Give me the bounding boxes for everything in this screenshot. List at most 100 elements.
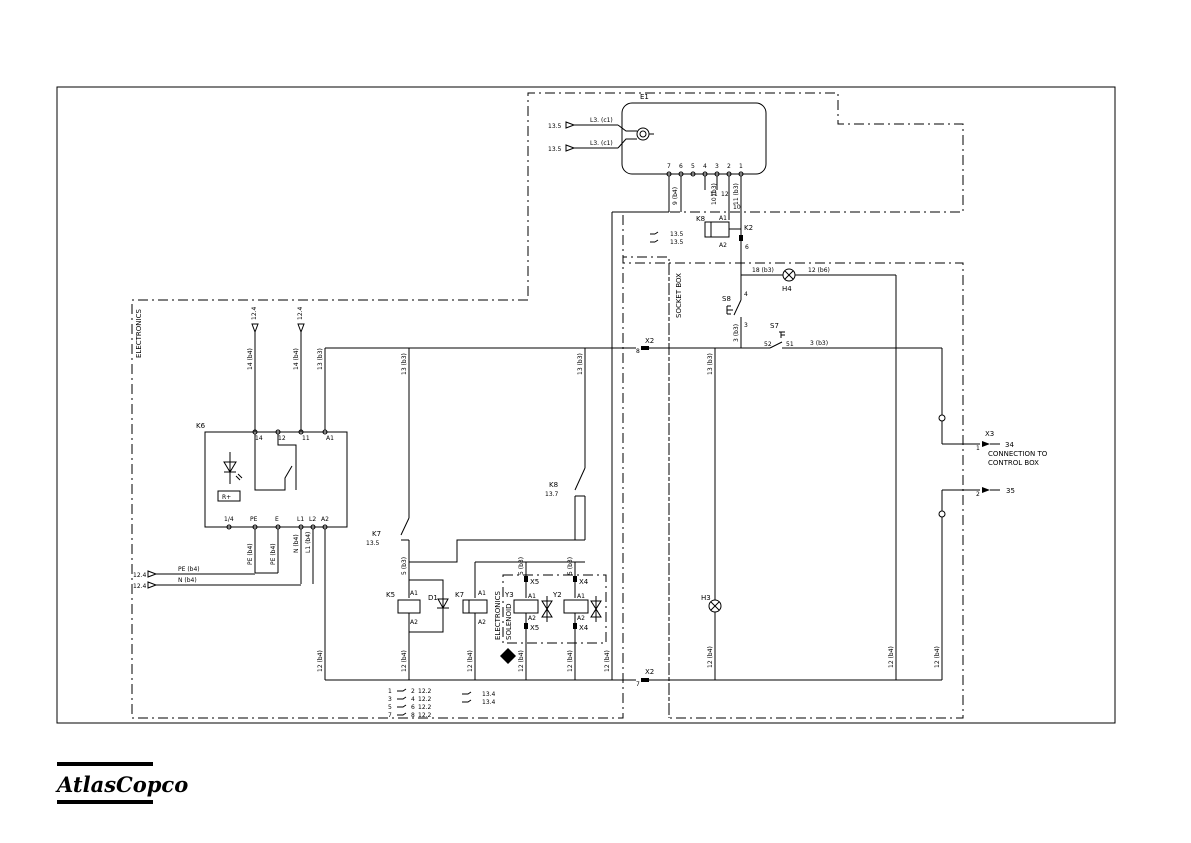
svg-text:N (b4): N (b4) <box>293 534 300 553</box>
svg-text:K2: K2 <box>744 224 753 232</box>
k8-relay: K8 A1 A2 13.5 13.5 <box>650 215 741 249</box>
svg-text:K6: K6 <box>196 422 206 430</box>
contact-legend: 1 3 5 7 2 4 6 8 12.2 12.2 12.2 12.2 13.4… <box>388 688 496 719</box>
svg-text:A1: A1 <box>478 590 486 597</box>
svg-text:X5: X5 <box>530 578 539 586</box>
solenoid-label: SOLENOID <box>505 604 513 640</box>
svg-text:CONTROL BOX: CONTROL BOX <box>988 459 1039 467</box>
k7-relay: K7 A1 A2 12 (b4) <box>455 561 585 680</box>
svg-text:X3: X3 <box>985 430 994 438</box>
svg-text:L2: L2 <box>309 516 316 523</box>
svg-text:Y3: Y3 <box>504 591 514 599</box>
svg-text:8: 8 <box>411 712 415 719</box>
svg-text:5: 5 <box>691 163 695 170</box>
svg-text:5 (b3): 5 (b3) <box>518 557 525 575</box>
solenoid-diamond <box>500 648 516 664</box>
svg-text:13 (b3): 13 (b3) <box>577 353 584 375</box>
svg-text:X2: X2 <box>645 668 654 676</box>
svg-text:10 (b3): 10 (b3) <box>711 183 718 205</box>
svg-text:4: 4 <box>411 696 415 703</box>
svg-text:L3. (c1): L3. (c1) <box>590 117 613 124</box>
svg-text:11 (b3): 11 (b3) <box>733 183 740 205</box>
svg-text:12 (b4): 12 (b4) <box>317 650 324 672</box>
svg-text:10: 10 <box>733 204 741 211</box>
svg-text:5: 5 <box>388 704 392 711</box>
svg-text:18 (b3): 18 (b3) <box>752 267 774 274</box>
svg-text:E: E <box>275 516 279 523</box>
svg-text:12 (b6): 12 (b6) <box>808 267 830 274</box>
svg-text:13.5: 13.5 <box>548 146 562 153</box>
svg-text:13 (b3): 13 (b3) <box>317 348 324 370</box>
svg-text:52: 52 <box>764 341 772 348</box>
svg-text:R+: R+ <box>222 494 231 501</box>
svg-text:13.5: 13.5 <box>670 239 684 246</box>
svg-text:A2: A2 <box>719 242 727 249</box>
h4-lamp: H4 18 (b3) 12 (b6) <box>741 267 897 680</box>
k2-contact: K2 6 <box>739 224 753 288</box>
svg-text:PE (b4): PE (b4) <box>247 543 254 565</box>
svg-text:1: 1 <box>388 688 392 695</box>
svg-text:X4: X4 <box>579 578 589 586</box>
svg-text:X4: X4 <box>579 624 589 632</box>
svg-text:A2: A2 <box>410 619 418 626</box>
e1-unit-box <box>621 102 767 175</box>
electronics-zone-label: ELECTRONICS <box>135 309 143 358</box>
svg-text:4: 4 <box>744 291 748 298</box>
svg-text:PE: PE <box>250 516 258 523</box>
svg-text:A2: A2 <box>577 615 585 622</box>
svg-text:A2: A2 <box>528 615 536 622</box>
top-12-4-inputs: 12.4 12.4 14 (b4) 14 (b4) 13 (b3) <box>247 306 324 432</box>
svg-text:L3. (c1): L3. (c1) <box>590 140 613 147</box>
svg-text:13 (b3): 13 (b3) <box>401 353 408 375</box>
svg-text:14 (b4): 14 (b4) <box>293 348 300 370</box>
svg-text:X5: X5 <box>530 624 539 632</box>
svg-text:1: 1 <box>976 445 980 452</box>
x2-top-terminal: X2 8 <box>636 337 654 355</box>
svg-text:N (b4): N (b4) <box>178 577 197 584</box>
svg-text:12 (b4): 12 (b4) <box>888 646 895 668</box>
svg-text:51: 51 <box>786 341 794 348</box>
svg-text:7: 7 <box>388 712 392 719</box>
svg-text:6: 6 <box>745 244 749 251</box>
svg-text:12 (b4): 12 (b4) <box>604 650 611 672</box>
e1-wires: 9 (b4) 10 (b3) 11 (b3) 11 12 10 <box>668 176 742 240</box>
svg-text:PE (b4): PE (b4) <box>178 566 200 573</box>
svg-text:PE (b4): PE (b4) <box>270 543 277 565</box>
svg-text:CONNECTION TO: CONNECTION TO <box>988 450 1048 458</box>
svg-text:12.4: 12.4 <box>133 583 147 590</box>
svg-text:3: 3 <box>388 696 392 703</box>
svg-text:7: 7 <box>667 163 671 170</box>
svg-text:3 (b3): 3 (b3) <box>810 340 828 347</box>
svg-text:2: 2 <box>976 491 980 498</box>
k8-contact: K8 13.7 13 (b3) 5 (b3) <box>409 348 586 575</box>
s7-switch: S7 52 51 3 (b3) <box>764 322 828 349</box>
svg-text:12 (b4): 12 (b4) <box>467 650 474 672</box>
k8-feed-wires <box>611 211 742 680</box>
l3-inputs: 13.5 L3. (c1) 13.5 L3. (c1) <box>548 117 637 153</box>
svg-text:1/4: 1/4 <box>224 516 234 523</box>
svg-text:K7: K7 <box>372 530 381 538</box>
svg-text:3: 3 <box>744 322 748 329</box>
svg-text:35: 35 <box>1006 487 1015 495</box>
svg-text:A1: A1 <box>577 593 585 600</box>
svg-text:12 (b4): 12 (b4) <box>707 646 714 668</box>
svg-text:3 (b3): 3 (b3) <box>733 324 740 342</box>
electronics-solenoid-label: ELECTRONICS <box>494 591 502 640</box>
e1-sensor-symbol <box>636 127 650 141</box>
svg-text:13.4: 13.4 <box>482 699 496 706</box>
svg-text:12.4: 12.4 <box>297 306 304 320</box>
svg-text:34: 34 <box>1005 441 1014 449</box>
svg-text:K8: K8 <box>696 215 705 223</box>
svg-text:8: 8 <box>636 348 640 355</box>
svg-text:13.4: 13.4 <box>482 691 496 698</box>
svg-text:H3: H3 <box>701 594 711 602</box>
svg-text:A1: A1 <box>410 590 418 597</box>
svg-text:12.2: 12.2 <box>418 688 432 695</box>
svg-text:K8: K8 <box>549 481 558 489</box>
svg-text:L1 (b4): L1 (b4) <box>305 532 312 553</box>
k5-relay: K5 A1 A2 D1 12 (b4) <box>386 562 449 680</box>
svg-text:12: 12 <box>721 191 729 198</box>
svg-text:S8: S8 <box>722 295 731 303</box>
svg-text:K7: K7 <box>455 591 464 599</box>
